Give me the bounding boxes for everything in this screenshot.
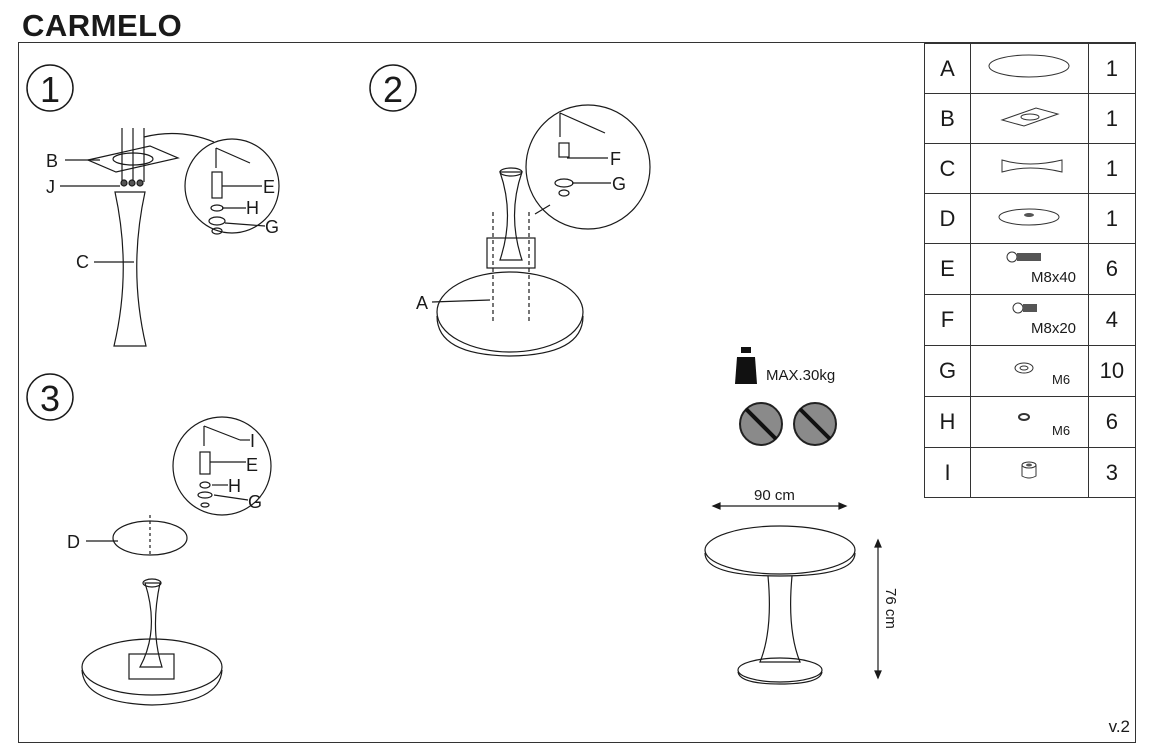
column-part-2 xyxy=(499,171,523,261)
bolt-long-spec: M8x40 xyxy=(1031,269,1076,286)
bolt-short-icon: M8x20 xyxy=(970,294,1089,346)
step1-group: 1 B J C xyxy=(26,64,280,347)
height-dimension: 76 cm xyxy=(882,588,899,629)
callout-b: B xyxy=(46,151,58,171)
part-row-f: F M8x20 4 xyxy=(924,294,1137,346)
bolt-long-icon: M8x40 xyxy=(970,243,1089,295)
part-qty: 3 xyxy=(1087,447,1137,498)
part-qty: 1 xyxy=(1087,93,1137,144)
document-title: CARMELO xyxy=(22,8,183,43)
callout-d: D xyxy=(67,532,80,552)
part-row-a: A 1 xyxy=(924,43,1137,94)
callout-a: A xyxy=(416,293,428,313)
no-stand-on-table-icon xyxy=(739,402,783,446)
part-letter: A xyxy=(924,43,971,94)
step2-group: 2 F G A xyxy=(369,64,651,357)
callout-e-2: E xyxy=(246,455,258,475)
instruction-frame xyxy=(18,42,1136,743)
part-letter: I xyxy=(924,447,971,498)
allen-key-icon xyxy=(970,447,1089,498)
callout-j: J xyxy=(46,177,55,197)
column-icon xyxy=(970,143,1089,194)
part-row-i: I 3 xyxy=(924,447,1137,498)
callout-g-3: G xyxy=(248,492,262,512)
table-top-side xyxy=(704,525,856,575)
part-letter: D xyxy=(924,193,971,244)
spring-washer-spec: M6 xyxy=(1052,423,1070,438)
callout-g-2: G xyxy=(612,174,626,194)
callout-f: F xyxy=(610,149,621,169)
callout-h: H xyxy=(246,198,259,218)
no-sit-on-table-icon xyxy=(793,402,837,446)
flat-washer-icon: M6 xyxy=(970,345,1089,397)
part-letter: H xyxy=(924,396,971,448)
column-part-3 xyxy=(138,582,163,668)
part-row-e: E M8x40 6 xyxy=(924,243,1137,295)
part-letter: G xyxy=(924,345,971,397)
callout-g: G xyxy=(265,217,279,237)
callout-e: E xyxy=(263,177,275,197)
part-row-g: G M6 10 xyxy=(924,345,1137,397)
part-qty: 1 xyxy=(1087,193,1137,244)
part-letter: E xyxy=(924,243,971,295)
part-letter: F xyxy=(924,294,971,346)
part-row-d: D 1 xyxy=(924,193,1137,244)
part-qty: 6 xyxy=(1087,396,1137,448)
table-top-part xyxy=(436,271,584,353)
part-row-h: H M6 6 xyxy=(924,396,1137,448)
mounting-plate-icon xyxy=(970,93,1089,144)
table-top-icon xyxy=(970,43,1089,94)
base-disc-icon xyxy=(970,193,1089,244)
callout-h-2: H xyxy=(228,476,241,496)
step3-group: 3 I E H G D xyxy=(26,373,272,706)
part-qty: 6 xyxy=(1087,243,1137,295)
dimension-drawing xyxy=(704,502,882,685)
callout-i: I xyxy=(250,431,255,451)
step-number-1: 1 xyxy=(40,69,60,110)
mounting-plate-part xyxy=(86,145,180,173)
flat-washer-spec: M6 xyxy=(1052,372,1070,387)
callout-c: C xyxy=(76,252,89,272)
part-qty: 1 xyxy=(1087,43,1137,94)
version-label: v.2 xyxy=(1108,717,1130,736)
base-disc-part xyxy=(112,520,188,556)
parts-list: A 1 B 1 C 1 D 1 E M8x40 6 F M8x20 xyxy=(924,43,1137,498)
part-letter: C xyxy=(924,143,971,194)
bolt-short-spec: M8x20 xyxy=(1031,320,1076,337)
column-part xyxy=(113,191,147,347)
part-letter: B xyxy=(924,93,971,144)
part-qty: 1 xyxy=(1087,143,1137,194)
spring-washer-icon: M6 xyxy=(970,396,1089,448)
width-dimension: 90 cm xyxy=(754,487,795,504)
part-qty: 10 xyxy=(1087,345,1137,397)
part-qty: 4 xyxy=(1087,294,1137,346)
base-part xyxy=(81,638,223,696)
assembly-drawing: 1 B J C xyxy=(26,64,899,706)
part-row-c: C 1 xyxy=(924,143,1137,194)
weight-icon xyxy=(735,347,757,384)
step-number-3: 3 xyxy=(40,378,60,419)
step-number-2: 2 xyxy=(383,69,403,110)
max-load-label: MAX.30kg xyxy=(766,367,835,384)
part-row-b: B 1 xyxy=(924,93,1137,144)
